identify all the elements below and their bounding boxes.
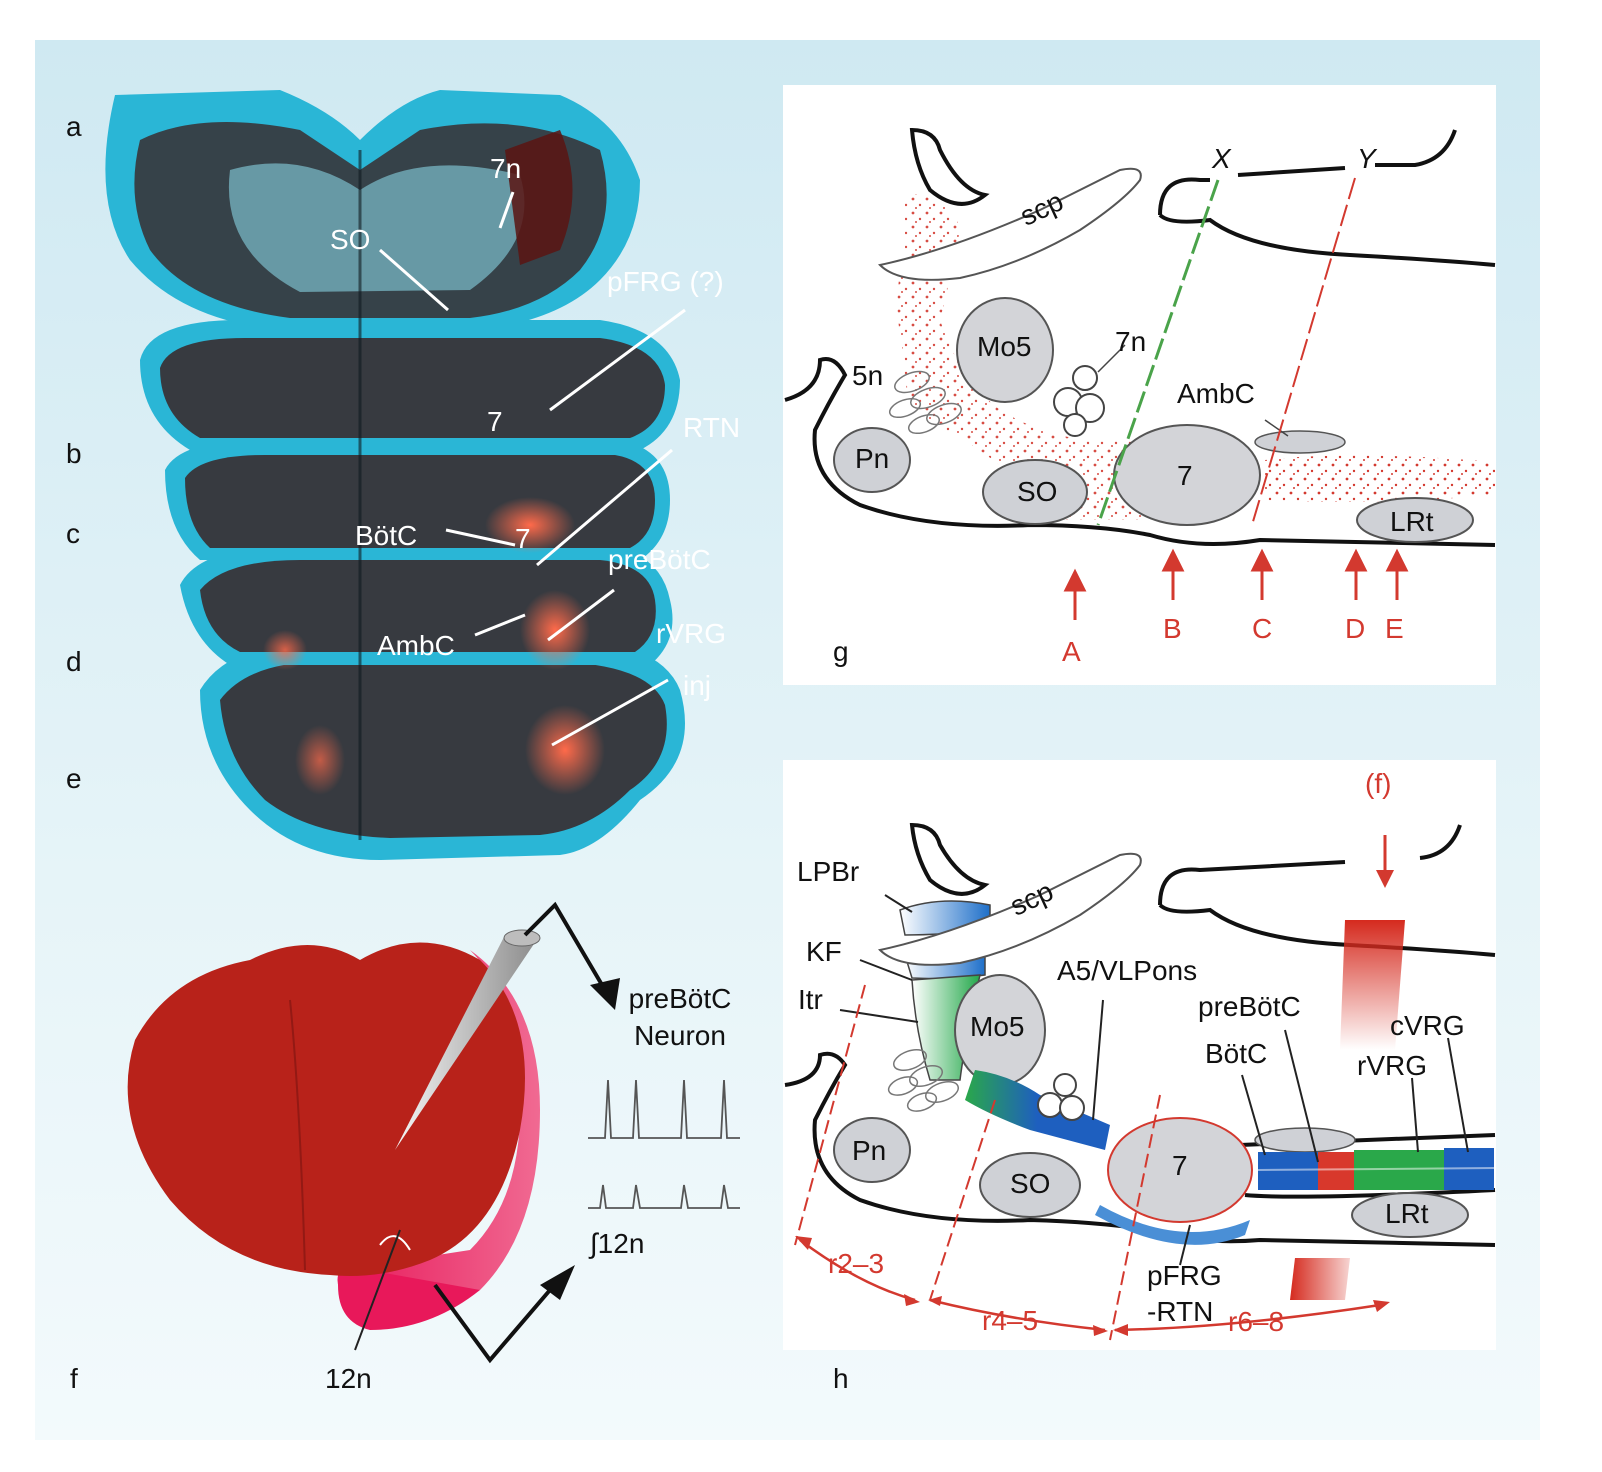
g-label-ambc: AmbC xyxy=(1177,378,1255,409)
h-label-itr: Itr xyxy=(798,984,823,1015)
h-label-pfrg-line2: -RTN xyxy=(1147,1296,1214,1327)
h-label-r6-8: r6–8 xyxy=(1228,1306,1285,1337)
h-label-prebotc: preBötC xyxy=(1198,991,1301,1022)
h-label-cvrg: cVRG xyxy=(1390,1010,1465,1041)
photo-label-rvrg: rVRG xyxy=(656,618,726,649)
h-label-7: 7 xyxy=(1172,1150,1188,1181)
panel-label-f: f xyxy=(70,1363,78,1394)
g-arrow-label-a: A xyxy=(1062,636,1081,667)
panel-g-background xyxy=(783,85,1496,685)
h-label-rvrg: rVRG xyxy=(1357,1050,1427,1081)
h-label-pn: Pn xyxy=(852,1135,887,1166)
g-arrow-label-c: C xyxy=(1252,613,1273,644)
panel-g-diagram xyxy=(784,127,1496,620)
photo-label-rtn: RTN xyxy=(683,412,741,443)
g-arrow-label-e: E xyxy=(1385,613,1404,644)
label-integral-12n: ∫12n xyxy=(590,1228,645,1259)
h-label-pfrg-line1: pFRG xyxy=(1147,1260,1222,1291)
photo-label-ambc: AmbC xyxy=(377,630,455,661)
h-label-kf: KF xyxy=(806,936,842,967)
panel-label-a: a xyxy=(66,111,82,142)
photo-label-7-c: 7 xyxy=(515,523,531,554)
h-label-lpbr: LPBr xyxy=(797,856,860,887)
h-label-a5-vlpons: A5/VLPons xyxy=(1057,955,1198,986)
photo-label-botc: BötC xyxy=(355,520,418,551)
panel-label-c: c xyxy=(66,518,80,549)
g-label-lrt: LRt xyxy=(1390,506,1434,537)
g-arrow-label-b: B xyxy=(1163,613,1182,644)
h-label-botc: BötC xyxy=(1205,1038,1268,1069)
slice-stack-photo xyxy=(105,90,686,860)
photo-label-prebotc: preBötC xyxy=(608,544,711,575)
panel-f-slice xyxy=(127,901,740,1364)
photo-label-inj: inj xyxy=(683,670,712,701)
g-label-y: Y xyxy=(1357,143,1376,174)
g-arrow-label-d: D xyxy=(1345,613,1366,644)
photo-label-so: SO xyxy=(330,224,371,255)
photo-label-7-b: 7 xyxy=(487,406,503,437)
panel-label-d: d xyxy=(66,646,82,677)
photo-label-7n: 7n xyxy=(490,153,522,184)
g-label-pn: Pn xyxy=(855,443,890,474)
g-label-7: 7 xyxy=(1177,460,1193,491)
h-label-lrt: LRt xyxy=(1385,1198,1429,1229)
h-label-r4-5: r4–5 xyxy=(982,1305,1039,1336)
panel-label-e: e xyxy=(66,763,82,794)
panel-label-h: h xyxy=(833,1363,849,1394)
h-label-f-reference: (f) xyxy=(1365,768,1392,799)
panel-label-g: g xyxy=(833,636,849,667)
g-label-7n: 7n xyxy=(1115,326,1147,357)
label-12n: 12n xyxy=(325,1363,372,1394)
h-label-r2-3: r2–3 xyxy=(828,1248,885,1279)
photo-label-pfrg: pFRG (?) xyxy=(607,266,724,297)
g-label-mo5: Mo5 xyxy=(977,331,1032,362)
h-label-so: SO xyxy=(1010,1168,1051,1199)
g-label-so: SO xyxy=(1017,476,1058,507)
label-prebotc-neuron-line1: preBötC xyxy=(628,983,732,1014)
panel-label-b: b xyxy=(66,438,82,469)
h-label-mo5: Mo5 xyxy=(970,1011,1025,1042)
panel-h-diagram xyxy=(784,822,1496,1341)
g-label-x: X xyxy=(1212,143,1231,174)
label-prebotc-neuron-line2: Neuron xyxy=(634,1020,726,1051)
g-label-5n: 5n xyxy=(852,360,884,391)
